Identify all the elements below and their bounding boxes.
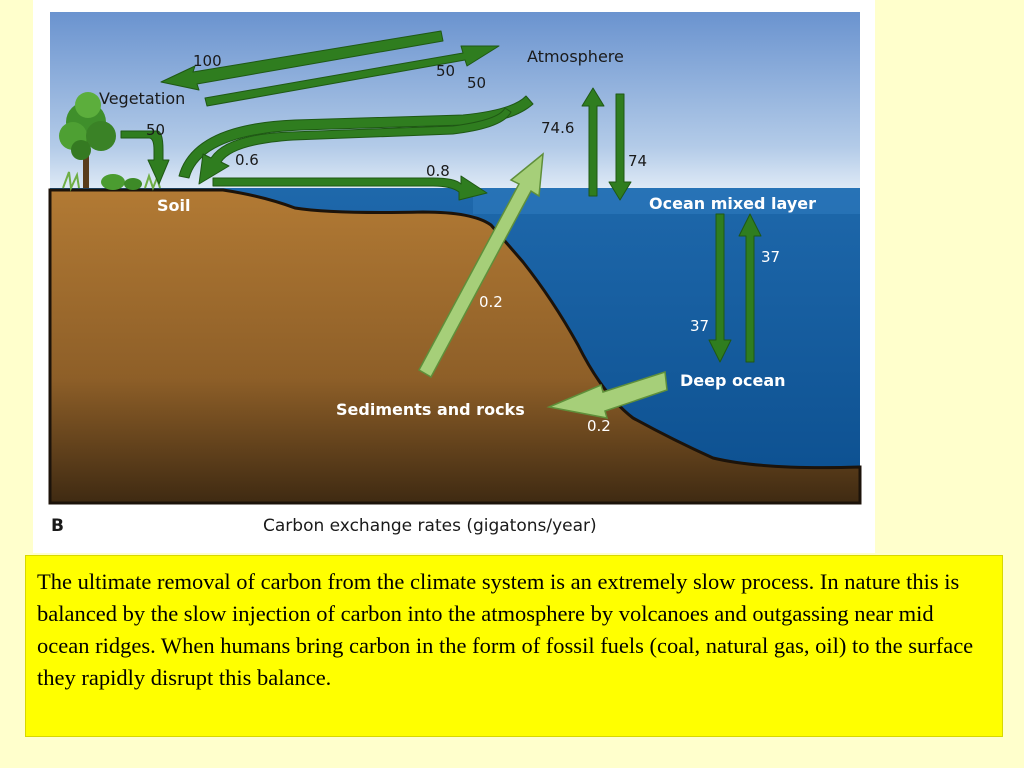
value-vegetation-to-atmosphere: 50	[436, 62, 455, 80]
carbon-cycle-diagram: Atmosphere Vegetation Soil Ocean mixed l…	[33, 0, 875, 553]
explanation-text-box: The ultimate removal of carbon from the …	[25, 555, 1003, 737]
label-sediments-and-rocks: Sediments and rocks	[336, 400, 525, 419]
value-soil-to-atmosphere: 50	[467, 74, 486, 92]
value-atmosphere-to-vegetation: 100	[193, 52, 222, 70]
value-atmosphere-to-soil: 0.6	[235, 151, 259, 169]
figure-caption: Carbon exchange rates (gigatons/year)	[263, 516, 597, 536]
explanation-paragraph: The ultimate removal of carbon from the …	[37, 569, 973, 690]
figure-caption-row: B Carbon exchange rates (gigatons/year)	[51, 514, 871, 544]
label-ocean-mixed-layer: Ocean mixed layer	[649, 194, 816, 213]
label-soil: Soil	[157, 196, 190, 215]
figure-panel: Atmosphere Vegetation Soil Ocean mixed l…	[33, 0, 875, 553]
value-ocean-to-atmosphere: 74.6	[541, 119, 574, 137]
value-sediments-to-atmosphere: 0.2	[479, 293, 503, 311]
value-vegetation-to-soil: 50	[146, 121, 165, 139]
value-mixed-to-deep: 37	[690, 317, 709, 335]
value-deep-to-mixed: 37	[761, 248, 780, 266]
value-soil-to-ocean: 0.8	[426, 162, 450, 180]
value-deep-to-sediments: 0.2	[587, 417, 611, 435]
label-vegetation: Vegetation	[99, 89, 185, 108]
label-deep-ocean: Deep ocean	[680, 371, 786, 390]
label-atmosphere: Atmosphere	[527, 47, 624, 66]
panel-letter: B	[51, 516, 64, 536]
value-atmosphere-to-ocean: 74	[628, 152, 647, 170]
